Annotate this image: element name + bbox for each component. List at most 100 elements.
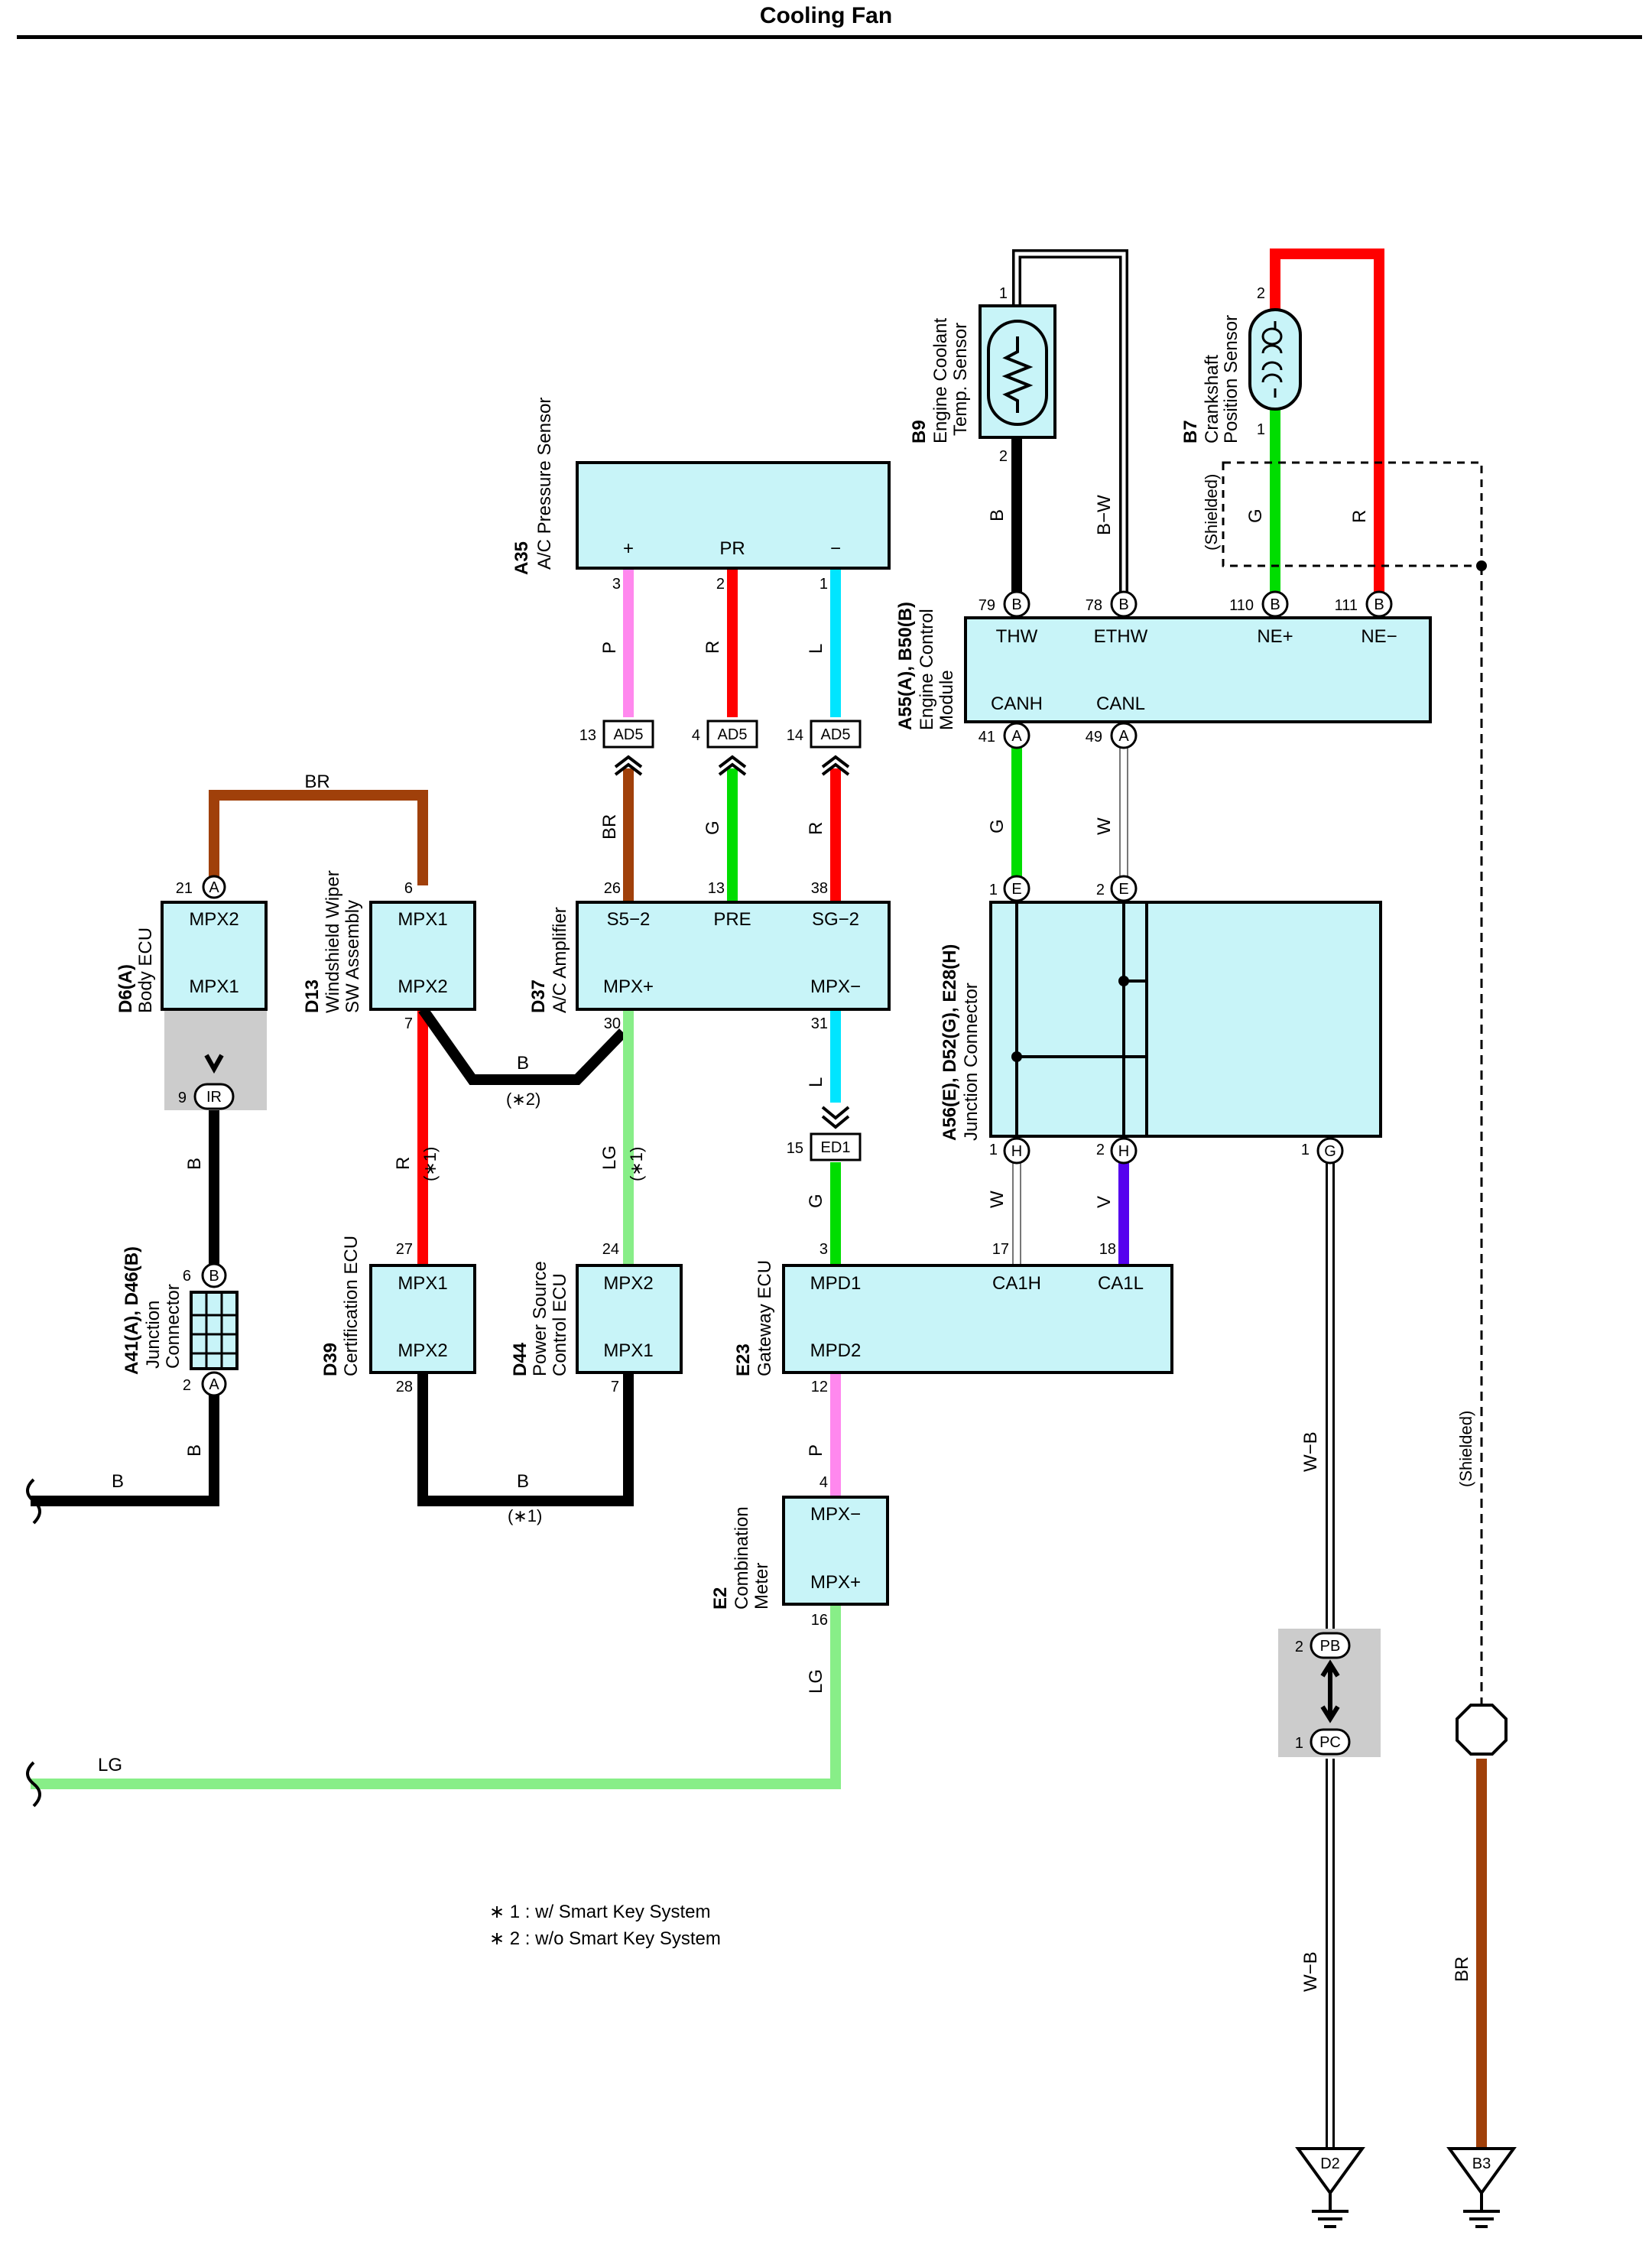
gateway-ecu-box — [782, 1264, 1173, 1374]
d37-pin-38: 38 — [811, 880, 828, 897]
wire-label-w-2: W — [987, 1191, 1008, 1208]
pin-letter-a-1: A — [209, 879, 219, 896]
jc-pin-1g: 1 — [1301, 1142, 1310, 1158]
d44-term-mpx1: MPX1 — [603, 1340, 653, 1361]
d44-name-2: Control ECU — [550, 1273, 570, 1376]
e23-term-mpd1: MPD1 — [810, 1273, 862, 1294]
wire-label-b-5: B — [517, 1471, 529, 1492]
connector-ad5-2: AD5 — [706, 720, 758, 776]
d13-name-1: Windshield Wiper — [323, 870, 343, 1013]
ecm-pin-110: 110 — [1229, 597, 1254, 614]
d44-pin-7: 7 — [611, 1379, 619, 1395]
wire-label-g-4: G — [987, 819, 1008, 833]
ecm-term-neminus: NE− — [1361, 626, 1397, 647]
b9-name-1: Engine Coolant — [930, 318, 951, 443]
pc-connector — [1310, 1728, 1351, 1756]
wire-label-g-1: G — [703, 820, 723, 835]
pin-letter-h-1: H — [1011, 1143, 1022, 1160]
pin-circle-jc-e2 — [1110, 875, 1138, 902]
pin-letter-b-3: B — [1270, 596, 1280, 613]
e2-name-1: Combination — [732, 1506, 752, 1610]
wire-label-br-2: BR — [599, 814, 620, 840]
ad5-pin-4: 4 — [692, 727, 700, 744]
pin-letter-b-4: B — [1374, 596, 1384, 613]
d13-pin-7: 7 — [404, 1015, 413, 1032]
connector-ed1: ED1 — [810, 1106, 862, 1161]
d37-pin-26: 26 — [604, 880, 621, 897]
ecm-name-2: Module — [936, 670, 957, 730]
e2-name-2: Meter — [751, 1563, 772, 1610]
pin-letter-a-2: A — [1011, 728, 1022, 745]
pin-letter-e-1: E — [1011, 881, 1021, 898]
svg-text:ED1: ED1 — [821, 1139, 851, 1156]
pin-letter-g: G — [1324, 1143, 1336, 1160]
coil-icon — [1261, 321, 1283, 398]
e2-term-mpxplus: MPX+ — [810, 1572, 861, 1593]
e23-term-mpd2: MPD2 — [810, 1340, 862, 1361]
footnote-2: ∗ 2 : w/o Smart Key System — [489, 1928, 721, 1949]
pb-pin-2: 2 — [1295, 1639, 1303, 1655]
wire-label-r-3: R — [806, 822, 826, 835]
wire-label-p-2: P — [806, 1444, 826, 1457]
d37-pin-30: 30 — [604, 1015, 621, 1032]
junction-connector-box — [989, 901, 1382, 1138]
pin-letter-b-5: B — [209, 1268, 219, 1285]
ed1-pin-15: 15 — [787, 1140, 803, 1157]
wire-b-cert-psecu — [417, 1373, 634, 1506]
ad5-pin-13: 13 — [579, 727, 596, 744]
d6-term-mpx1: MPX1 — [189, 976, 239, 997]
ecm-pin-79: 79 — [979, 597, 995, 614]
b9-id: B9 — [909, 420, 930, 443]
svg-text:AD5: AD5 — [614, 726, 644, 743]
pin-letter-b-2: B — [1118, 596, 1128, 613]
ir-arrow — [204, 1054, 224, 1074]
e23-id: E23 — [733, 1343, 754, 1376]
d37-term-s52: S5−2 — [607, 909, 651, 930]
footnote-1: ∗ 1 : w/ Smart Key System — [489, 1902, 711, 1922]
e2-pin-16: 16 — [811, 1612, 828, 1629]
d39-pin-27: 27 — [396, 1241, 413, 1258]
ir-pin-9: 9 — [178, 1090, 187, 1106]
junction-dot-2 — [1118, 976, 1129, 986]
a35-pin-2: 2 — [716, 576, 725, 593]
wire-label-w-1: W — [1094, 817, 1115, 835]
wire-break-1 — [26, 1478, 41, 1525]
pin-letter-a-3: A — [1118, 728, 1129, 745]
ecm-name-1: Engine Control — [917, 609, 937, 730]
e23-pin-17: 17 — [992, 1241, 1009, 1258]
d6-name: Body ECU — [135, 927, 156, 1013]
wire-b-wiper-acamp — [418, 1005, 628, 1085]
d37-term-sg2: SG−2 — [812, 909, 859, 930]
wire-label-br-top: BR — [304, 772, 329, 792]
jc-pin-1h: 1 — [989, 1142, 998, 1158]
ecm-pin-78: 78 — [1086, 597, 1102, 614]
pin-circle-ecm-a1 — [1003, 722, 1030, 749]
resistor-icon — [1001, 336, 1034, 413]
wire-label-r-4: R — [1349, 510, 1370, 523]
svg-text:AD5: AD5 — [821, 726, 851, 743]
jc-pin-2h: 2 — [1096, 1142, 1105, 1158]
ecm-box — [964, 616, 1432, 723]
a35-pin-3: 3 — [612, 576, 621, 593]
e23-name: Gateway ECU — [755, 1260, 775, 1376]
wire-label-bw: B−W — [1094, 495, 1115, 535]
pb-connector — [1310, 1632, 1351, 1659]
pin-circle-d6-a — [202, 875, 226, 899]
pin-circle-ecm-b2 — [1110, 590, 1138, 618]
a35-term-minus: − — [830, 538, 841, 559]
svg-text:AD5: AD5 — [718, 726, 748, 743]
power-source-ecu-box — [576, 1264, 683, 1374]
shield-ground-octagon — [1456, 1704, 1508, 1756]
wire-br-bodyecu-wiper — [209, 790, 428, 885]
connector-ad5-1: AD5 — [602, 720, 654, 776]
wire-label-l-2: L — [806, 1077, 826, 1087]
pin-circle-jc-h1 — [1003, 1137, 1030, 1165]
b9-pin-1: 1 — [999, 285, 1008, 302]
a41-name-1: Junction — [143, 1301, 164, 1369]
wire-label-b-6: B — [987, 509, 1008, 521]
d13-pin-6: 6 — [404, 880, 413, 897]
wire-label-r-2: R — [703, 641, 723, 654]
pin-letter-a-4: A — [209, 1376, 219, 1393]
combination-meter-box — [782, 1496, 889, 1606]
page-title: Cooling Fan — [759, 3, 893, 28]
